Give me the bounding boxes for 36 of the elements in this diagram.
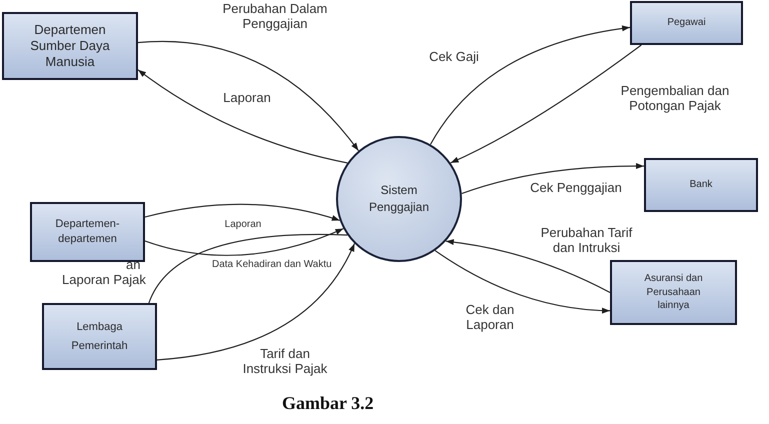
data-flow-arrow [434,250,610,314]
flow-label: Data Kehadiran dan Waktu [212,259,332,270]
entity-name: Asuransi dan Perusahaan lainnya [643,272,704,313]
external-entity-box [2,12,138,80]
flow-label: Perubahan Tarif dan Intruksi [540,226,634,256]
flow-label: Cek Gaji [428,50,480,65]
flow-label: Laporan [222,91,272,106]
data-flow-arrow [138,40,359,152]
flow-label: Cek dan Laporan [464,303,516,333]
external-entity-box [630,1,743,45]
entity-name: Departemen-departemen [54,216,121,247]
flow-label: Cek Penggajian [529,181,623,196]
external-entity-box [42,303,157,370]
flow-label: Perubahan Dalam Penggajian [222,2,328,32]
flow-label: Pengembalian dan Potongan Pajak [620,84,730,114]
data-flow-arrow [446,239,610,293]
entity-name: Bank [690,179,712,191]
data-flow-arrow [450,44,642,164]
process-name: Sistem Penggajian [368,182,430,216]
figure-caption: Gambar 3.2 [282,393,374,414]
data-flow-arrow [144,228,344,256]
external-entity-box [644,158,758,212]
data-flow-arrow [144,204,340,222]
entity-name: Pegawai [667,17,706,29]
flow-label: Tarif dan Instruksi Pajak [242,347,328,377]
data-flow-arrow [156,243,355,360]
flow-label: Laporan [224,219,262,230]
data-flow-arrow [462,163,644,194]
data-flow-arrow [430,26,630,145]
flow-label: an Laporan Pajak [62,258,147,288]
entity-name: Lembaga Pemerintah [70,320,129,354]
data-flow-line [148,234,348,304]
external-entity-box [30,202,145,262]
data-flow-arrow [138,69,348,164]
external-entity-box [610,260,737,325]
entity-name: Departemen Sumber Daya Manusia [29,22,111,70]
